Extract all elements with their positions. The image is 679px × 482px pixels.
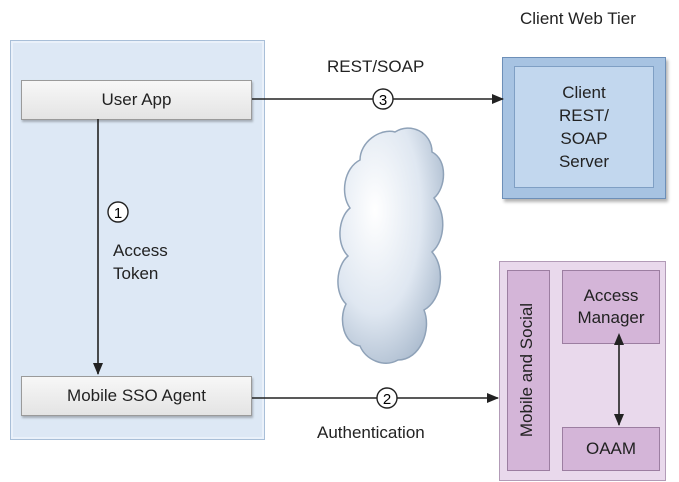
step-1-marker: 1 bbox=[107, 201, 129, 223]
mobile-sso-agent-box: Mobile SSO Agent bbox=[21, 376, 252, 416]
step-2-number: 2 bbox=[383, 391, 391, 408]
user-app-box: User App bbox=[21, 80, 252, 120]
authentication-label: Authentication bbox=[317, 423, 425, 442]
access-token-label: Access Token bbox=[113, 241, 168, 283]
step-3-marker: 3 bbox=[372, 88, 394, 110]
step-1-number: 1 bbox=[114, 205, 122, 222]
step-3-number: 3 bbox=[379, 92, 387, 109]
user-app-label: User App bbox=[101, 90, 172, 109]
step-2-marker: 2 bbox=[376, 387, 398, 409]
rest-soap-label: REST/SOAP bbox=[327, 57, 425, 76]
mobile-and-social-box bbox=[507, 270, 550, 471]
client-web-tier-label: Client Web Tier bbox=[520, 9, 636, 28]
access-manager-box: Access Manager bbox=[562, 270, 660, 344]
mobile-sso-agent-label: Mobile SSO Agent bbox=[67, 386, 206, 405]
client-rest-soap-server-box: Client REST/ SOAP Server bbox=[514, 66, 654, 188]
oaam-box: OAAM bbox=[562, 427, 660, 471]
network-cloud-icon bbox=[337, 127, 445, 364]
